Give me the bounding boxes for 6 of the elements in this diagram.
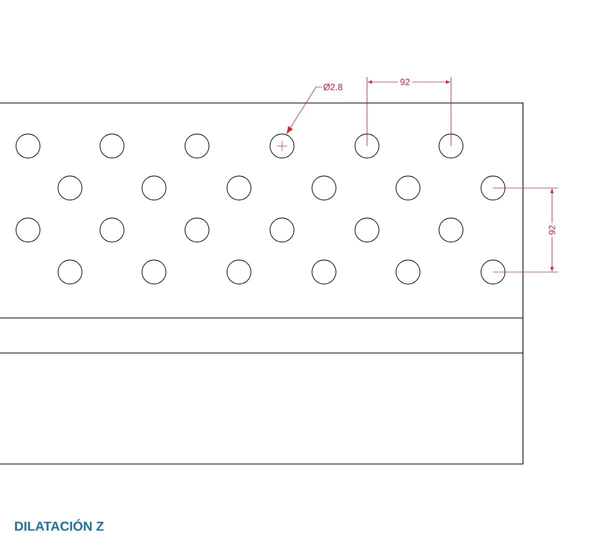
diameter-label: Ø2.8 [324,84,342,90]
title: DILATACIÓN Z [15,519,104,531]
hole-circle [270,134,294,158]
leader-line [286,86,322,134]
dimension-label: 92 [546,222,558,237]
dimension-label: 92 [398,76,412,88]
